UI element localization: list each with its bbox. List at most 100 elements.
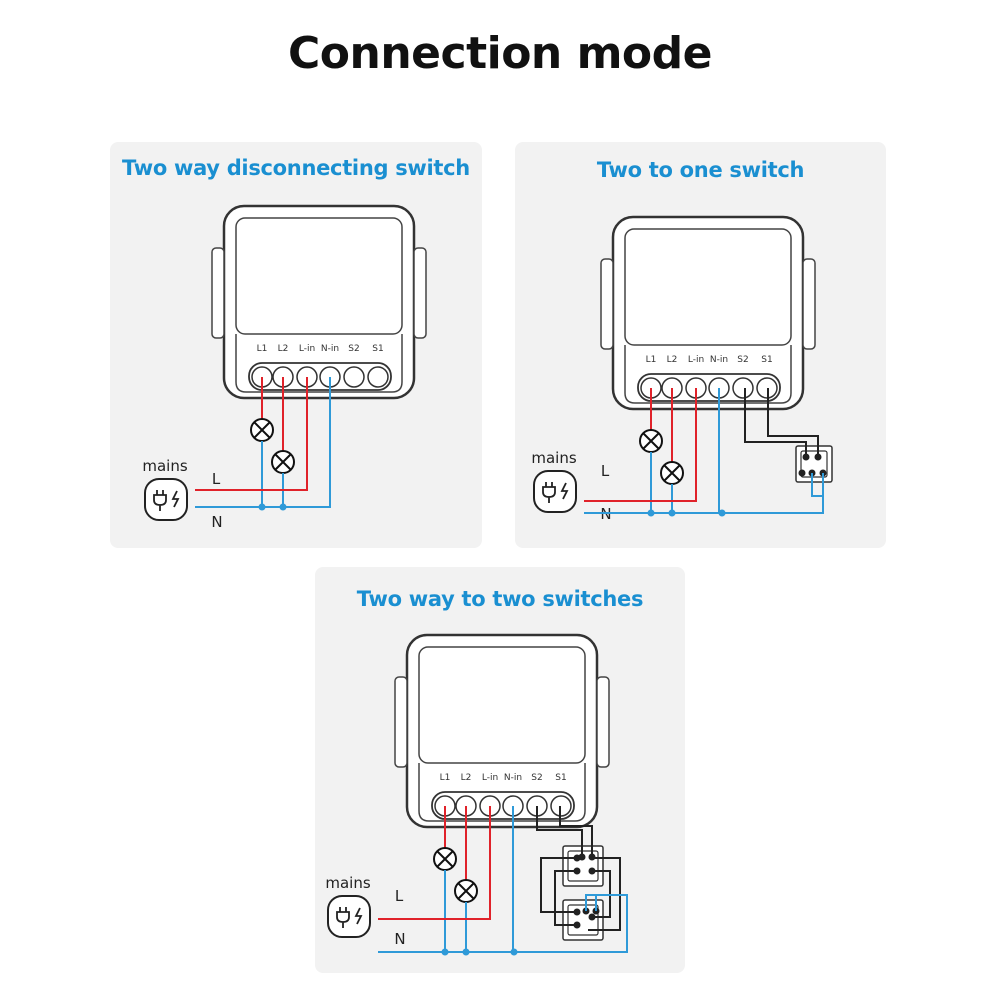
lamp-cross [274, 453, 292, 471]
module-lower [418, 763, 586, 822]
junction-dot [258, 503, 266, 511]
junction-dot [588, 913, 596, 921]
lamp-icon [454, 879, 478, 903]
module-lower [235, 334, 403, 393]
terminal-label: N-in [504, 773, 522, 783]
neutral-label: N [394, 930, 405, 948]
lamp-cross [642, 432, 660, 450]
terminal-label: L1 [257, 344, 268, 354]
switch-neutral [811, 473, 824, 497]
terminal-label: S1 [761, 355, 772, 365]
terminal-s2 [732, 377, 754, 399]
right-clip [802, 258, 816, 350]
terminal-label: L-in [482, 773, 498, 783]
mains-label: mains [142, 457, 187, 475]
module-lower [624, 345, 792, 404]
line-label: L [395, 887, 404, 905]
panel-title: Two way disconnecting switch [122, 156, 470, 180]
left-clip [600, 258, 614, 350]
bolt-glyph [171, 490, 180, 508]
terminal-label: L-in [299, 344, 315, 354]
junction-dot [718, 509, 726, 517]
terminal-s2 [343, 366, 365, 388]
terminal-label: S2 [737, 355, 748, 365]
panel-title: Two way to two switches [356, 587, 644, 611]
line-label: L [212, 470, 221, 488]
neutral-wire [195, 377, 331, 508]
lamp-cross [457, 882, 475, 900]
terminal-label: L1 [646, 355, 657, 365]
live-wire [584, 388, 697, 502]
junction-dot [647, 509, 655, 517]
s2-wire [744, 388, 807, 457]
switch-neutral-return [722, 496, 824, 514]
terminal-label: L2 [278, 344, 289, 354]
s1-wire [559, 806, 593, 857]
traveler-2 [554, 870, 577, 926]
terminal-label: S1 [555, 773, 566, 783]
lamp-icon [660, 461, 684, 485]
lamp-icon [250, 418, 274, 442]
mains-label: mains [325, 874, 370, 892]
live-wire [195, 377, 308, 491]
junction-dot [573, 854, 581, 862]
wiring-panel-2 [584, 388, 720, 517]
terminal-label: S2 [348, 344, 359, 354]
terminal-label: S2 [531, 773, 542, 783]
lamp-cross [663, 464, 681, 482]
lamp-icon [639, 429, 663, 453]
junction-dot [814, 453, 822, 461]
left-clip [394, 676, 408, 768]
plug-glyph [336, 907, 350, 928]
wiring-panel-1 [195, 377, 331, 511]
switch-neutral [514, 894, 628, 953]
traveler-1 [540, 857, 577, 913]
terminal-label: N-in [710, 355, 728, 365]
junction-dot [573, 867, 581, 875]
plug-glyph [153, 490, 167, 511]
wall-switch-icon [795, 445, 833, 483]
terminal-label: L2 [461, 773, 472, 783]
junction-dot [441, 948, 449, 956]
junction-dot [588, 853, 596, 861]
junction-dot [798, 469, 806, 477]
right-clip [596, 676, 610, 768]
live-wire [378, 806, 491, 920]
lamp-cross [436, 850, 454, 868]
lamp-icon [433, 847, 457, 871]
terminal-label: N-in [321, 344, 339, 354]
junction-dot [573, 908, 581, 916]
plug-icon [144, 478, 188, 521]
left-clip [211, 247, 225, 339]
plug-icon [327, 895, 371, 938]
terminal-s1 [367, 366, 389, 388]
mains-label: mains [531, 449, 576, 467]
junction-dot [279, 503, 287, 511]
terminal-label: L-in [688, 355, 704, 365]
junction-dot [462, 948, 470, 956]
plug-icon [533, 470, 577, 513]
lamp-cross [253, 421, 271, 439]
terminal-label: L1 [440, 773, 451, 783]
smart-switch-module: L1 L2 L-in N-in S2 S1 [211, 204, 427, 400]
wiring-panel-3 [378, 806, 514, 956]
neutral-label: N [211, 513, 222, 531]
module-face [235, 217, 403, 335]
terminal-label: S1 [372, 344, 383, 354]
module-face [624, 228, 792, 346]
s1-wire [767, 388, 819, 457]
panel-title: Two to one switch [596, 158, 805, 182]
junction-dot [588, 867, 596, 875]
page-title: Connection mode [288, 28, 713, 79]
junction-dot [802, 453, 810, 461]
bolt-glyph [354, 907, 363, 925]
s2-wire [536, 806, 583, 857]
line-label: L [601, 462, 610, 480]
junction-dot [573, 921, 581, 929]
smart-switch-module: L1 L2 L-in N-in S2 S1 [394, 633, 610, 829]
